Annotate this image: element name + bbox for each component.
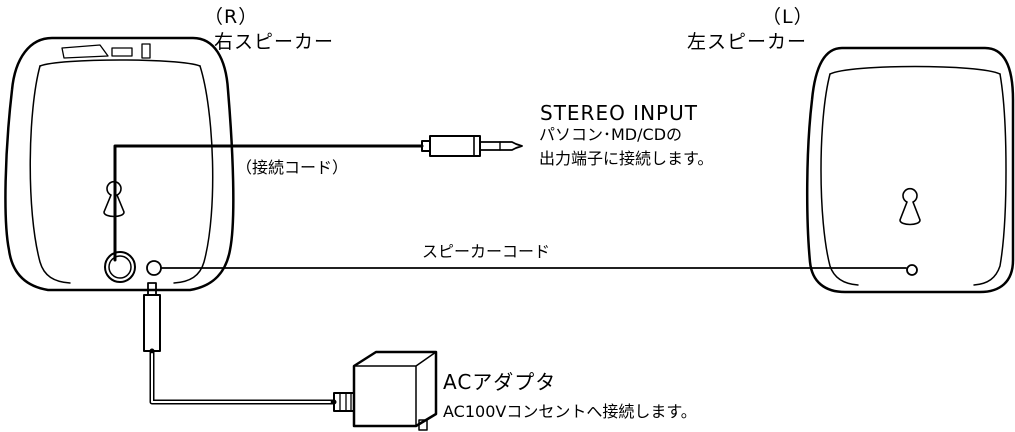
ac-adapter-description: AC100Vコンセントへ接続します。 xyxy=(443,402,697,421)
right-speaker xyxy=(4,36,235,292)
ac-adapter-body xyxy=(352,350,438,428)
left-speaker-side-label: （L） xyxy=(762,6,814,28)
left-speaker-jack xyxy=(906,264,918,276)
ac-adapter-edges xyxy=(353,351,437,427)
dc-plug-body xyxy=(143,294,161,352)
left-speaker-body xyxy=(805,46,1015,294)
ac-cord-wire xyxy=(149,348,337,405)
ac-adapter-cord xyxy=(143,282,355,412)
stereo-plug-tip xyxy=(479,141,523,151)
right-speaker-side-label: （R） xyxy=(204,6,259,28)
left-speaker-inner-right-curve xyxy=(973,73,1007,286)
ac-cord-wire-inner xyxy=(151,353,331,403)
connection-cord-label: （接続コード） xyxy=(236,158,349,177)
stereo-input-title: STEREO INPUT xyxy=(540,101,698,125)
right-speaker-body xyxy=(4,36,235,292)
left-speaker-top-panel xyxy=(829,65,1001,75)
ac-adapter xyxy=(352,350,438,431)
right-speaker-top-panel xyxy=(39,59,201,67)
right-speaker-jack xyxy=(146,260,162,276)
speaker-cord-label: スピーカーコード xyxy=(422,242,551,261)
stereo-plug-body xyxy=(429,135,481,157)
connection-cord-wire xyxy=(113,144,424,262)
ac-adapter-title: ACアダプタ xyxy=(443,370,557,394)
stereo-input-line1: パソコン･MD/CDの xyxy=(539,125,683,144)
right-speaker-name-label: 右スピーカー xyxy=(214,31,335,53)
left-speaker-inner-left-curve xyxy=(820,73,859,286)
stereo-input-line2: 出力端子に接続します。 xyxy=(539,149,714,168)
right-speaker-top-slot xyxy=(61,43,151,59)
left-speaker-name-label: 左スピーカー xyxy=(687,31,808,53)
right-speaker-inner-right-curve xyxy=(173,65,214,284)
right-speaker-inner-left-curve xyxy=(29,65,71,284)
left-speaker-keyhole xyxy=(899,187,921,226)
left-speaker xyxy=(805,46,1015,294)
ac-adapter-prong xyxy=(418,419,428,431)
right-speaker-knob-inner xyxy=(108,255,132,279)
right-speaker-knob xyxy=(104,251,136,283)
connection-cord xyxy=(113,135,523,262)
